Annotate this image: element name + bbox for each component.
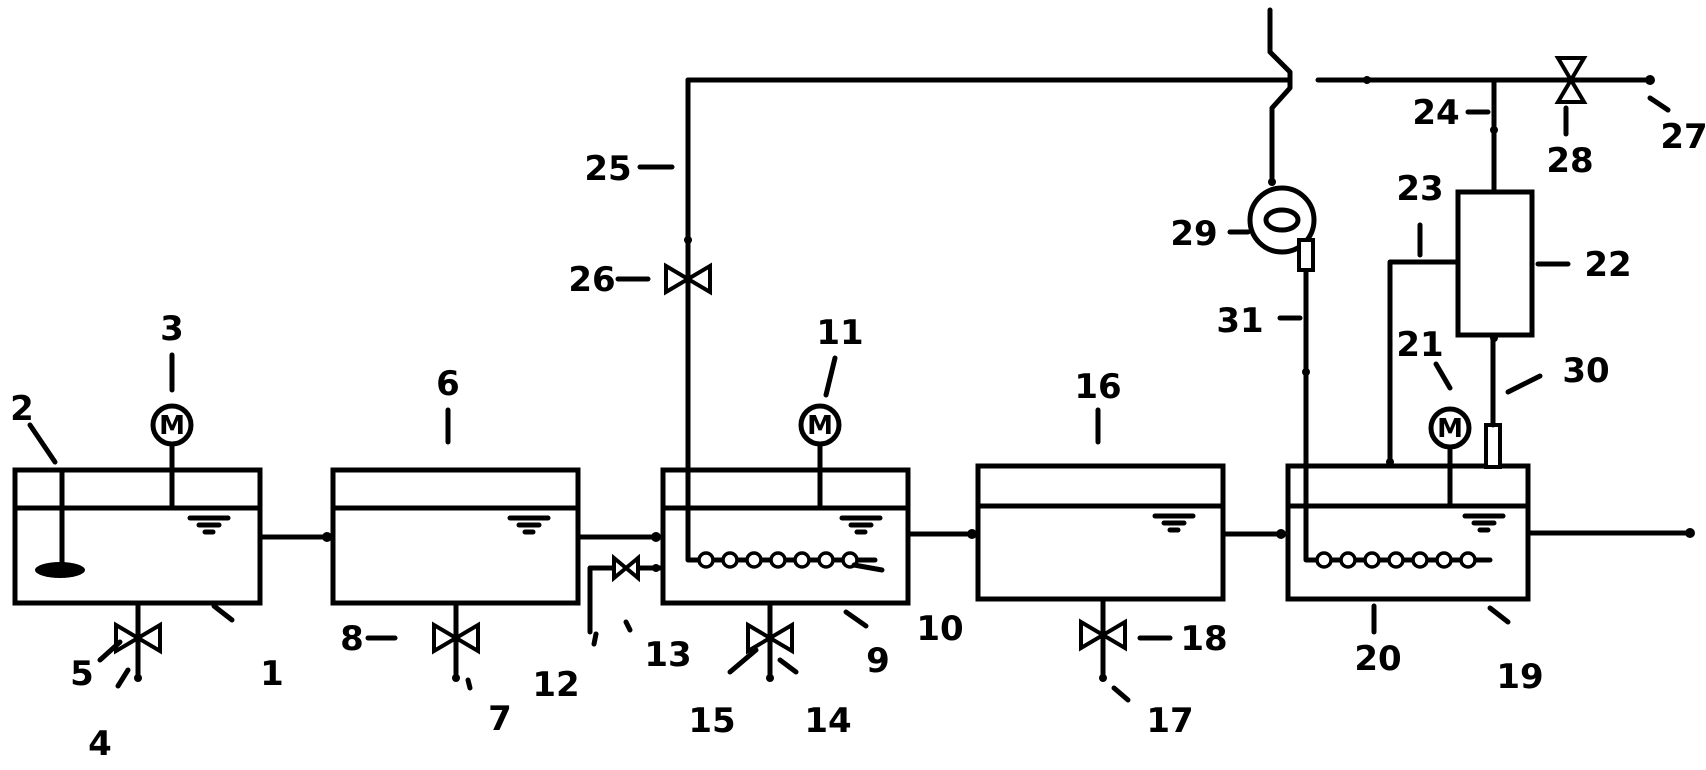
motor-3: M [150, 403, 194, 447]
label-7: 7 [488, 699, 512, 739]
column-22 [1386, 77, 1535, 466]
label-29: 29 [1170, 214, 1217, 254]
label-21: 21 [1396, 325, 1443, 365]
label-25: 25 [584, 149, 631, 189]
label-12: 12 [532, 665, 579, 705]
label-16: 16 [1074, 367, 1121, 407]
label-14: 14 [804, 701, 851, 741]
blower-29 [1247, 185, 1317, 272]
label-26: 26 [568, 260, 615, 300]
label-17: 17 [1146, 701, 1193, 741]
motor-21: M [1428, 406, 1472, 450]
label-31: 31 [1216, 301, 1263, 341]
tank-19 [1285, 259, 1695, 602]
label-20: 20 [1354, 639, 1401, 679]
label-8: 8 [340, 619, 364, 659]
leader-lines [27, 95, 1671, 703]
label-15: 15 [688, 701, 735, 741]
tank-9 [660, 77, 911, 682]
label-27: 27 [1660, 117, 1706, 157]
label-9: 9 [866, 641, 890, 681]
label-11: 11 [816, 313, 863, 353]
label-19: 19 [1496, 657, 1543, 697]
label-13: 13 [644, 635, 691, 675]
label-1: 1 [260, 654, 284, 694]
label-2: 2 [10, 389, 34, 429]
label-23: 23 [1396, 169, 1443, 209]
tank-6 [330, 467, 581, 682]
label-24: 24 [1412, 93, 1459, 133]
label-22: 22 [1584, 245, 1631, 285]
label-28: 28 [1546, 141, 1593, 181]
motor-11: M [798, 403, 842, 447]
svg-text:M: M [1437, 414, 1463, 444]
gas-header [685, 7, 1655, 186]
svg-text:M: M [159, 411, 185, 441]
tank-1 [12, 433, 263, 682]
label-6: 6 [436, 364, 460, 404]
label-30: 30 [1562, 351, 1609, 391]
label-5: 5 [70, 654, 94, 694]
label-18: 18 [1180, 619, 1227, 659]
svg-text:M: M [807, 411, 833, 441]
label-10: 10 [916, 609, 963, 649]
label-4: 4 [88, 724, 112, 764]
label-3: 3 [160, 309, 184, 349]
